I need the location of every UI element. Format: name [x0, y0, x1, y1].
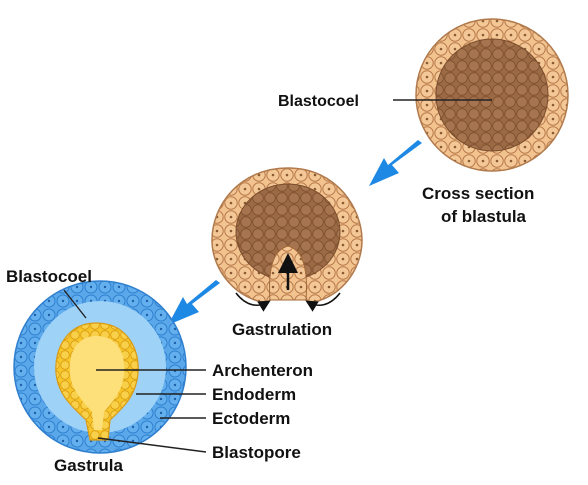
- gastrula-caption: Gastrula: [54, 456, 124, 475]
- blastula-caption-line2: of blastula: [441, 207, 527, 226]
- endoderm-label: Endoderm: [212, 385, 296, 404]
- gastrula-archenteron: [69, 336, 125, 430]
- inward-movement-arrow-left: [235, 292, 271, 312]
- inward-movement-arrow-right: [305, 292, 341, 312]
- gastrula-stage: Blastocoel Archenteron Endoderm Ectoderm…: [6, 267, 313, 475]
- ectoderm-label: Ectoderm: [212, 409, 290, 428]
- archenteron-label: Archenteron: [212, 361, 313, 380]
- blastula-caption-line1: Cross section: [422, 184, 534, 203]
- progression-arrow-2: [168, 280, 220, 325]
- blastopore-label: Blastopore: [212, 443, 301, 462]
- gastrula-blastocoel-leader: [63, 289, 87, 319]
- gastrulation-stage: Gastrulation: [211, 167, 363, 339]
- gastrulation-caption: Gastrulation: [232, 320, 332, 339]
- blastula-blastocoel-region: [435, 38, 549, 152]
- arrow-2-shape: [168, 280, 220, 325]
- arrow-1-shape: [369, 140, 422, 186]
- blastula-blastocoel-label: Blastocoel: [278, 93, 359, 110]
- gastrula-blastocoel-label: Blastocoel: [6, 267, 92, 286]
- blastopore-leader: [97, 437, 207, 453]
- blastula-cross-section: Blastocoel Cross section of blastula: [278, 18, 569, 226]
- progression-arrow-1: [369, 140, 422, 186]
